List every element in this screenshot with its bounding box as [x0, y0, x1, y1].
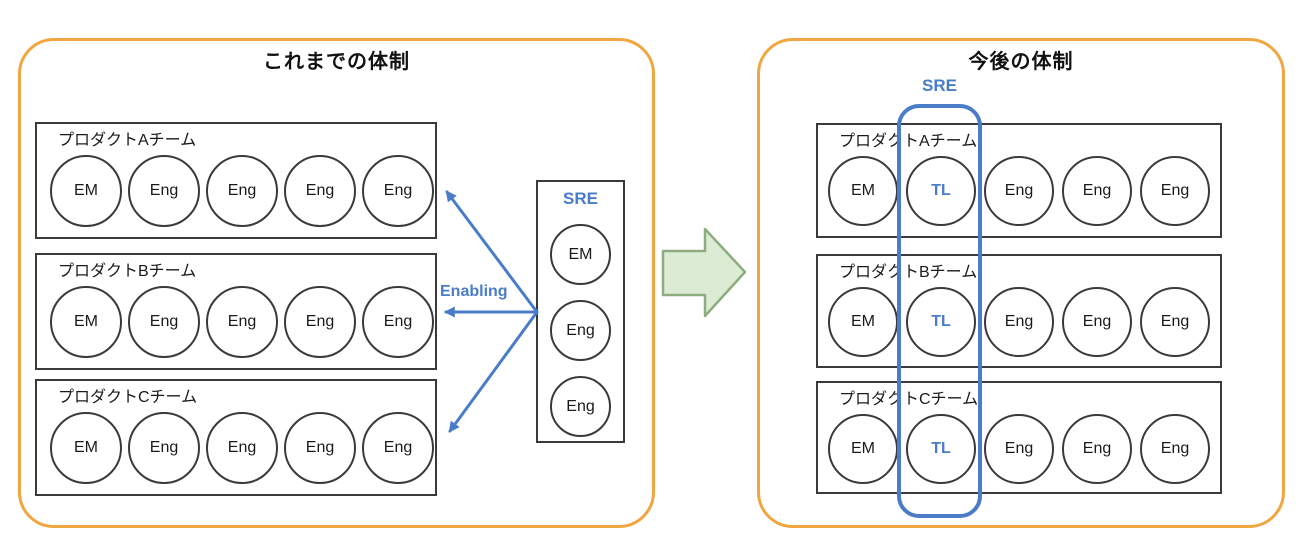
member-circle-eng: Eng [362, 286, 434, 358]
member-circle-em: EM [50, 412, 122, 484]
member-circle-eng: Eng [128, 155, 200, 227]
member-circle-eng: Eng [284, 412, 356, 484]
member-circle-eng: Eng [984, 156, 1054, 226]
member-row: EM TL Eng Eng Eng [818, 287, 1220, 357]
transition-arrow [661, 227, 747, 318]
member-circle-em: EM [550, 224, 611, 285]
member-circle-eng: Eng [284, 155, 356, 227]
team-label: プロダクトBチーム [58, 263, 197, 280]
member-circle-eng: Eng [206, 286, 278, 358]
team-label: プロダクトBチーム [839, 264, 978, 281]
member-circle-eng: Eng [1140, 414, 1210, 484]
sre-column-label: SRE [922, 76, 957, 95]
member-circle-eng: Eng [362, 412, 434, 484]
team-box-product-b-before: プロダクトBチーム EM Eng Eng Eng Eng [35, 253, 437, 370]
member-circle-tl: TL [906, 287, 976, 357]
member-circle-tl: TL [906, 156, 976, 226]
member-circle-eng: Eng [128, 286, 200, 358]
member-circle-eng: Eng [206, 412, 278, 484]
member-circle-eng: Eng [128, 412, 200, 484]
member-circle-em: EM [50, 286, 122, 358]
member-row: EM TL Eng Eng Eng [818, 156, 1220, 226]
member-circle-eng: Eng [1062, 156, 1132, 226]
team-label: プロダクトCチーム [58, 389, 198, 406]
member-circle-eng: Eng [1062, 414, 1132, 484]
sre-box-title: SRE [563, 189, 598, 208]
team-box-product-c-before: プロダクトCチーム EM Eng Eng Eng Eng [35, 379, 437, 496]
member-circle-eng: Eng [984, 414, 1054, 484]
member-circle-eng: Eng [1062, 287, 1132, 357]
member-circle-eng: Eng [1140, 287, 1210, 357]
after-panel-title: 今後の体制 [968, 51, 1074, 73]
member-circle-tl: TL [906, 414, 976, 484]
before-panel-title: これまでの体制 [263, 51, 410, 73]
member-row: EM TL Eng Eng Eng [818, 414, 1220, 484]
sre-box-before: SRE EM Eng Eng [536, 180, 625, 443]
member-circle-eng: Eng [362, 155, 434, 227]
team-label: プロダクトAチーム [839, 133, 978, 150]
member-circle-eng: Eng [550, 376, 611, 437]
member-row: EM Eng Eng Eng Eng [37, 286, 435, 358]
team-box-product-a-after: プロダクトAチーム EM TL Eng Eng Eng [816, 123, 1222, 238]
member-circle-em: EM [828, 156, 898, 226]
enabling-arrow-label: Enabling [440, 283, 508, 300]
member-circle-em: EM [828, 287, 898, 357]
team-label: プロダクトCチーム [839, 391, 979, 408]
team-box-product-a-before: プロダクトAチーム EM Eng Eng Eng Eng [35, 122, 437, 239]
member-circle-eng: Eng [550, 300, 611, 361]
team-box-product-b-after: プロダクトBチーム EM TL Eng Eng Eng [816, 254, 1222, 368]
member-circle-eng: Eng [984, 287, 1054, 357]
member-circle-eng: Eng [206, 155, 278, 227]
member-row: EM Eng Eng Eng Eng [37, 412, 435, 484]
team-box-product-c-after: プロダクトCチーム EM TL Eng Eng Eng [816, 381, 1222, 494]
member-circle-em: EM [828, 414, 898, 484]
team-label: プロダクトAチーム [58, 132, 197, 149]
member-row: EM Eng Eng Eng Eng [37, 155, 435, 227]
member-circle-em: EM [50, 155, 122, 227]
member-circle-eng: Eng [284, 286, 356, 358]
member-circle-eng: Eng [1140, 156, 1210, 226]
